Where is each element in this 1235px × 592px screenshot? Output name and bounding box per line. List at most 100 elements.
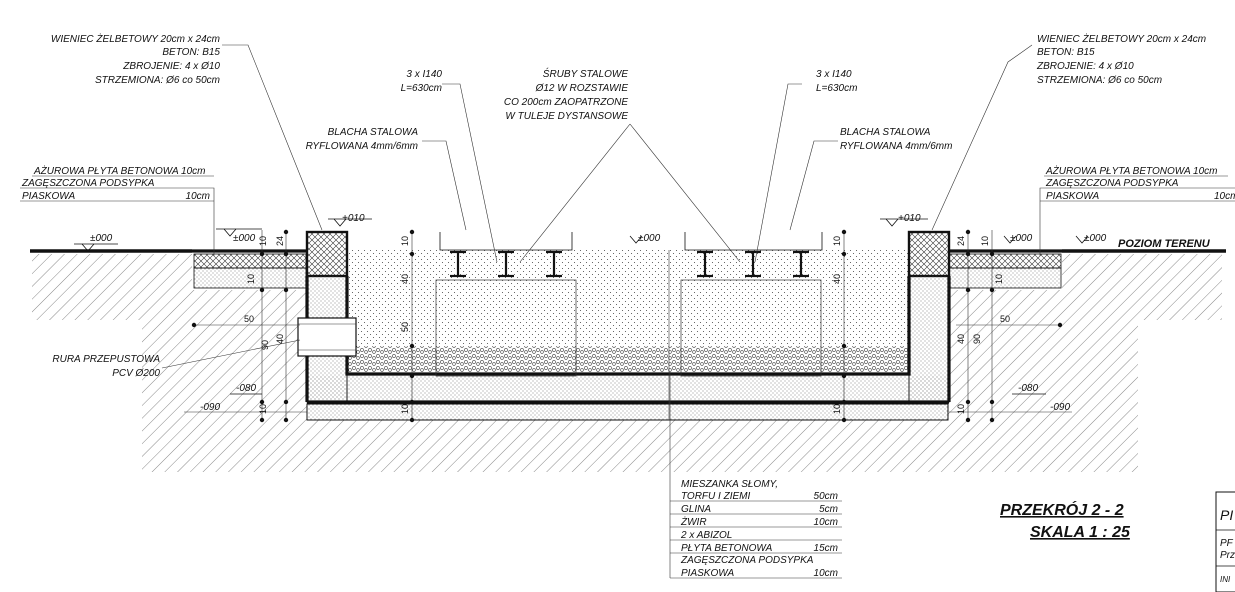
dim-40-inner-left: 40 — [400, 274, 410, 284]
svg-text:BETON: B15: BETON: B15 — [162, 47, 220, 58]
layer-1-thickness: 50cm — [814, 491, 838, 502]
dimension-lines — [184, 229, 1072, 423]
note-wieniec-left: WIENIEC ŻELBETOWY 20cm x 24cm BETON: B15… — [51, 33, 221, 86]
svg-text:BLACHA STALOWA: BLACHA STALOWA — [328, 127, 419, 138]
note-bolts: ŚRUBY STALOWE Ø12 W ROZSTAWIE CO 200cm Z… — [504, 67, 628, 122]
layer-legend: MIESZANKA SŁOMY, TORFU I ZIEMI 50cm GLIN… — [670, 479, 842, 579]
svg-text:L=630cm: L=630cm — [816, 83, 857, 94]
svg-text:ŚRUBY STALOWE: ŚRUBY STALOWE — [543, 67, 629, 80]
level-plus10-right: +010 — [898, 213, 921, 224]
level-plus10-left: +010 — [342, 213, 365, 224]
layer-6-name-2: PIASKOWA — [681, 568, 734, 579]
note-beam-left: 3 x I140 L=630cm — [401, 69, 443, 94]
dim-10-inner-right-2: 10 — [832, 404, 842, 414]
svg-text:BETON: B15: BETON: B15 — [1037, 47, 1095, 58]
pcv-pipe — [297, 317, 357, 357]
dim-40-inner-right: 40 — [832, 274, 842, 284]
layer-4-name: 2 x ABIZOL — [680, 530, 732, 541]
layer-5-thickness: 15cm — [814, 543, 838, 554]
note-plate-right: BLACHA STALOWA RYFLOWANA 4mm/6mm — [840, 127, 952, 152]
note-beam-right: 3 x I140 L=630cm — [816, 69, 857, 94]
svg-text:RYFLOWANA 4mm/6mm: RYFLOWANA 4mm/6mm — [840, 141, 952, 152]
layer-6-name: ZAGĘSZCZONA PODSYPKA — [680, 555, 814, 566]
dim-10-inner-left-2: 10 — [400, 404, 410, 414]
dim-10-left-2: 10 — [246, 274, 256, 284]
dimension-labels: 10 24 10 90 40 10 10 40 50 10 10 40 10 2… — [244, 236, 1010, 414]
svg-text:3 x I140: 3 x I140 — [406, 69, 442, 80]
svg-text:ZBROJENIE: 4 x Ø10: ZBROJENIE: 4 x Ø10 — [1036, 61, 1134, 72]
svg-text:WIENIEC ŻELBETOWY 20cm x 24cm: WIENIEC ŻELBETOWY 20cm x 24cm — [1037, 33, 1206, 45]
dim-10-inner-left: 10 — [400, 236, 410, 246]
note-pavement-left: AŻUROWA PŁYTA BETONOWA 10cm ZAGĘSZCZONA … — [21, 165, 210, 202]
dim-40-right: 40 — [956, 334, 966, 344]
layer-1-name: MIESZANKA SŁOMY, — [681, 479, 778, 490]
dim-40-left: 40 — [275, 334, 285, 344]
svg-text:ZAGĘSZCZONA PODSYPKA: ZAGĘSZCZONA PODSYPKA — [1045, 178, 1179, 189]
pavement-layers — [193, 253, 1062, 289]
svg-text:ZAGĘSZCZONA PODSYPKA: ZAGĘSZCZONA PODSYPKA — [21, 178, 155, 189]
beam-footings — [435, 250, 822, 420]
level-zero-left-outer: ±000 — [90, 233, 113, 244]
level-zero-center: ±000 — [638, 233, 661, 244]
note-plate-left: BLACHA STALOWA RYFLOWANA 4mm/6mm — [306, 127, 419, 152]
section-title: PRZEKRÓJ 2 - 2 — [1000, 500, 1124, 519]
svg-text:WIENIEC ŻELBETOWY 20cm x 24cm: WIENIEC ŻELBETOWY 20cm x 24cm — [51, 33, 220, 45]
layer-5-name: PŁYTA BETONOWA — [681, 543, 773, 554]
level-zero-left-inner: ±000 — [233, 233, 256, 244]
layer-3-thickness: 10cm — [814, 517, 838, 528]
dim-50-inner-left: 50 — [400, 322, 410, 332]
note-wieniec-right: WIENIEC ŻELBETOWY 20cm x 24cm BETON: B15… — [1036, 33, 1206, 86]
stamp-d: INI — [1220, 575, 1231, 584]
title-block: PI PF Prz INI — [1215, 491, 1235, 592]
layer-3-name: ŻWIR — [680, 516, 707, 528]
svg-text:CO 200cm ZAOPATRZONE: CO 200cm ZAOPATRZONE — [504, 97, 628, 108]
svg-text:PCV Ø200: PCV Ø200 — [112, 368, 160, 379]
scale-label: SKALA 1 : 25 — [1030, 524, 1131, 541]
svg-text:ZBROJENIE: 4 x Ø10: ZBROJENIE: 4 x Ø10 — [122, 61, 220, 72]
dim-24-left: 24 — [275, 236, 285, 246]
dim-10-right: 10 — [980, 236, 990, 246]
svg-text:10cm: 10cm — [186, 191, 210, 202]
layer-1-name-2: TORFU I ZIEMI — [681, 491, 750, 502]
level-zero-right-outer: ±000 — [1084, 233, 1107, 244]
dim-50-left: 50 — [244, 314, 254, 324]
layer-6-thickness: 10cm — [814, 568, 838, 579]
svg-text:AŻUROWA PŁYTA BETONOWA 10cm: AŻUROWA PŁYTA BETONOWA 10cm — [1045, 165, 1218, 177]
level-minus90-right: -090 — [1050, 402, 1070, 413]
ground-level-label: POZIOM TERENU — [1118, 238, 1211, 250]
dim-50-right: 50 — [1000, 314, 1010, 324]
dim-10-right-2: 10 — [994, 274, 1004, 284]
svg-text:PIASKOWA: PIASKOWA — [22, 191, 75, 202]
dim-10-left-3: 10 — [258, 404, 268, 414]
drawing-title: PRZEKRÓJ 2 - 2 SKALA 1 : 25 — [1000, 500, 1131, 541]
level-minus80-right: -080 — [1018, 383, 1038, 394]
layer-2-name: GLINA — [681, 504, 711, 515]
svg-text:RYFLOWANA 4mm/6mm: RYFLOWANA 4mm/6mm — [306, 141, 418, 152]
dim-10-left: 10 — [258, 236, 268, 246]
pit-fill — [306, 250, 949, 421]
dim-90-right: 90 — [972, 334, 982, 344]
soil-hatching — [32, 254, 1222, 472]
stamp-c: Prz — [1220, 550, 1235, 561]
note-pipe: RURA PRZEPUSTOWA PCV Ø200 — [52, 354, 160, 379]
svg-text:STRZEMIONA: Ø6 co 50cm: STRZEMIONA: Ø6 co 50cm — [95, 75, 220, 86]
svg-text:RURA PRZEPUSTOWA: RURA PRZEPUSTOWA — [52, 354, 160, 365]
svg-text:AŻUROWA PŁYTA BETONOWA 10cm: AŻUROWA PŁYTA BETONOWA 10cm — [33, 165, 206, 177]
svg-text:10cm: 10cm — [1214, 191, 1235, 202]
dim-24-right: 24 — [956, 236, 966, 246]
svg-text:PIASKOWA: PIASKOWA — [1046, 191, 1099, 202]
dim-90-left: 90 — [260, 340, 270, 350]
note-pavement-right: AŻUROWA PŁYTA BETONOWA 10cm ZAGĘSZCZONA … — [1045, 165, 1235, 202]
stamp-b: PF — [1220, 538, 1234, 549]
svg-text:W TULEJE DYSTANSOWE: W TULEJE DYSTANSOWE — [505, 111, 628, 122]
layer-2-thickness: 5cm — [819, 504, 838, 515]
svg-text:3 x I140: 3 x I140 — [816, 69, 852, 80]
level-zero-right-inner: ±000 — [1010, 233, 1033, 244]
dim-10-right-3: 10 — [956, 404, 966, 414]
leader-lines — [20, 44, 1235, 578]
level-minus80-left: -080 — [236, 383, 256, 394]
svg-text:L=630cm: L=630cm — [401, 83, 442, 94]
svg-text:BLACHA STALOWA: BLACHA STALOWA — [840, 127, 931, 138]
level-marks: ±000 ±000 +010 ±000 +010 ±000 ±000 -080 … — [74, 213, 1107, 413]
